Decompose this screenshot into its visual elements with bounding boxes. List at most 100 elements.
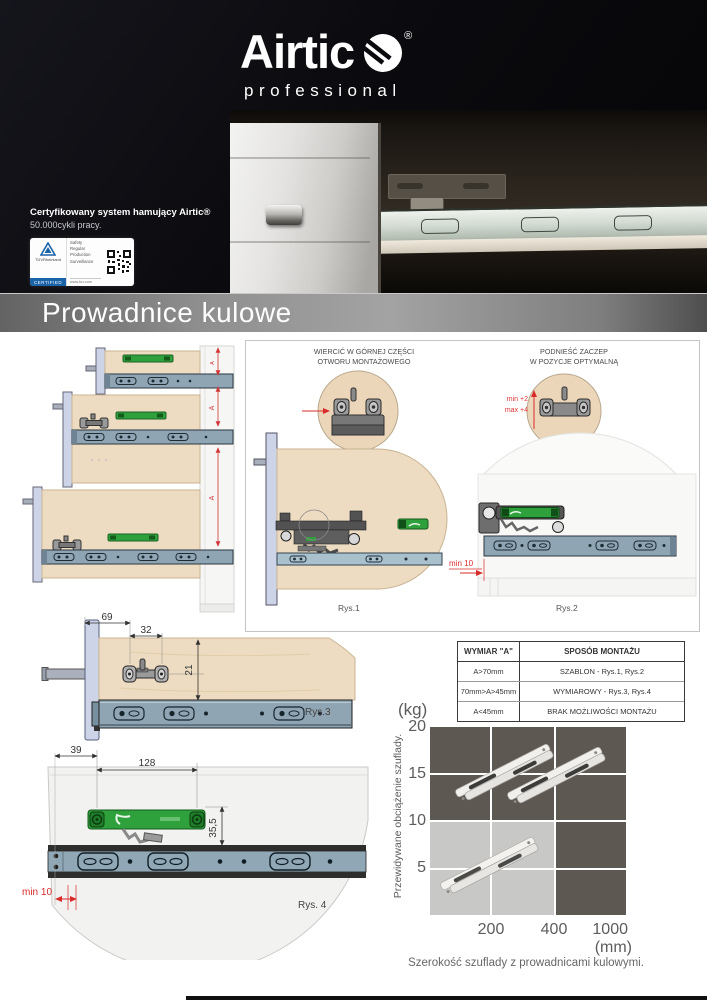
callout-drill-line2: OTWORU MONTAŻOWEGO bbox=[318, 357, 411, 366]
dim-a-label: A bbox=[210, 361, 216, 365]
table-header-cell: SPOSÓB MONTAŻU bbox=[564, 647, 640, 656]
chart-x-tick: 1000 bbox=[592, 921, 628, 938]
fig-label-4: Rys. 4 bbox=[298, 900, 327, 911]
chart-cell bbox=[556, 774, 626, 820]
slide-slot bbox=[614, 215, 653, 231]
fig-label-1: Rys.1 bbox=[338, 603, 360, 613]
brand-logo: Airtic ® professional bbox=[240, 28, 480, 101]
min10-label-rys2: min 10 bbox=[449, 559, 474, 568]
certification-text: Certyfikowany system hamujący Airtic® 50… bbox=[30, 207, 210, 230]
registered-mark: ® bbox=[404, 30, 413, 42]
dim-39-label: 39 bbox=[70, 745, 82, 756]
mounting-template-photo bbox=[388, 174, 506, 199]
tuv-item: Regular bbox=[70, 246, 86, 252]
callout-drill-line1: WIERCIĆ W GÓRNEJ CZĘŚCI bbox=[314, 347, 414, 356]
chart-cell bbox=[492, 774, 554, 820]
tuv-triangle-icon bbox=[40, 242, 56, 256]
brand-subtitle: professional bbox=[244, 81, 402, 100]
tuv-certified-label: CERTIFIED bbox=[30, 278, 66, 286]
chart-cell bbox=[492, 727, 554, 773]
chart-cell bbox=[492, 869, 554, 915]
slide-slot bbox=[521, 216, 560, 233]
dim-a-label: A bbox=[209, 405, 216, 410]
table-cell: SZABLON - Rys.1, Rys.2 bbox=[559, 667, 645, 676]
tuv-url: www.tuv.com bbox=[70, 278, 101, 284]
mounting-table: WYMIAR "A" SPOSÓB MONTAŻU A>70mm SZABLON… bbox=[457, 641, 685, 722]
table-cell: 70mm>A>45mm bbox=[458, 682, 520, 701]
product-photo bbox=[230, 110, 707, 295]
rys2-drawing bbox=[449, 432, 697, 597]
figure-rys4: 39 128 35,5 min 10 Rys. 4 bbox=[22, 745, 369, 960]
figure-rys1-rys2: WIERCIĆ W GÓRNEJ CZĘŚCI OTWORU MONTAŻOWE… bbox=[253, 347, 697, 613]
max-plus4-label: max +4 bbox=[505, 407, 528, 414]
table-header-row: WYMIAR "A" SPOSÓB MONTAŻU bbox=[458, 642, 684, 662]
rys3-drawing bbox=[41, 617, 356, 741]
brand-icon bbox=[360, 32, 404, 79]
rys1-drawing bbox=[253, 432, 448, 606]
chart-y-axis-label: Przewidywane obciążenie szuflady. bbox=[392, 733, 404, 899]
instruction-panel: WIERCIĆ W GÓRNEJ CZĘŚCI OTWORU MONTAŻOWE… bbox=[245, 340, 700, 632]
figure-stacked-slides: A A A bbox=[22, 345, 235, 613]
dim-355-label: 35,5 bbox=[208, 818, 219, 838]
chart-cell bbox=[430, 869, 490, 915]
tuv-item: Surveillance bbox=[70, 258, 94, 264]
chart-cell bbox=[556, 869, 626, 915]
figure-rys3: 69 32 21 Rys.3 bbox=[41, 612, 356, 741]
drawer-knob bbox=[266, 205, 302, 225]
table-header-cell: WYMIAR "A" bbox=[458, 642, 520, 661]
fig-label-3: Rys.3 bbox=[305, 707, 331, 718]
qr-code-icon bbox=[104, 238, 134, 286]
tuv-item: Safety bbox=[70, 240, 83, 245]
chart-cell bbox=[556, 727, 626, 773]
page-title: Prowadnice kulowe bbox=[42, 297, 292, 328]
slide-assembly-2 bbox=[52, 391, 234, 488]
chart-y-tick: 20 bbox=[408, 718, 426, 735]
tuv-name: TÜVRheinland bbox=[34, 257, 61, 262]
section-banner: Prowadnice kulowe bbox=[0, 293, 707, 332]
chart-y-tick: 15 bbox=[408, 765, 426, 782]
table-row: A>70mm SZABLON - Rys.1, Rys.2 bbox=[458, 662, 684, 682]
tuv-badge: TÜVRheinland CERTIFIED Safety Regular Pr… bbox=[30, 238, 134, 286]
drawer-front-photo bbox=[230, 123, 381, 295]
table-cell: A>70mm bbox=[458, 662, 520, 681]
slide-assembly-3 bbox=[22, 486, 234, 583]
tuv-item: Production bbox=[70, 252, 91, 258]
chart-cell bbox=[430, 774, 490, 820]
dim-32-label: 32 bbox=[140, 625, 152, 636]
load-chart: (kg) 20 15 10 5 Przewidywane obciążenie … bbox=[388, 700, 704, 985]
chart-grid bbox=[430, 727, 626, 915]
min10-label-rys4: min 10 bbox=[22, 887, 52, 898]
fig-label-2: Rys.2 bbox=[556, 603, 578, 613]
table-row: A<45mm BRAK MOŻLIWOŚCI MONTAŻU bbox=[458, 702, 684, 721]
bottom-bar bbox=[186, 996, 707, 1000]
chart-y-tick: 10 bbox=[408, 812, 426, 829]
dim-69-label: 69 bbox=[101, 612, 113, 623]
chart-caption: Szerokość szuflady z prowadnicami kulowy… bbox=[408, 957, 644, 969]
table-cell: BRAK MOŻLIWOŚCI MONTAŻU bbox=[547, 707, 657, 716]
table-row: 70mm>A>45mm WYMIAROWY - Rys.3, Rys.4 bbox=[458, 682, 684, 702]
cert-subtitle: 50.000cykli pracy. bbox=[30, 220, 102, 230]
hero-header: Airtic ® professional Certyfikowany syst… bbox=[0, 0, 707, 295]
chart-y-tick: 5 bbox=[417, 859, 426, 876]
dim-128-label: 128 bbox=[139, 758, 156, 769]
chart-x-tick: 400 bbox=[540, 921, 568, 938]
chart-cell bbox=[430, 727, 490, 773]
rys4-drawing bbox=[47, 750, 369, 960]
min-plus2-label: min +2 bbox=[507, 396, 528, 403]
dim-a-label: A bbox=[209, 495, 216, 500]
cert-title: Certyfikowany system hamujący Airtic® bbox=[30, 207, 211, 218]
chart-x-tick: 200 bbox=[477, 921, 505, 938]
tuv-logo-block: TÜVRheinland CERTIFIED bbox=[30, 238, 67, 286]
brand-name: Airtic bbox=[240, 25, 355, 78]
chart-x-unit: (mm) bbox=[594, 939, 632, 956]
callout-lift-line1: PODNIEŚĆ ZACZEP bbox=[540, 347, 608, 356]
tuv-items: Safety Regular Production Surveillance w… bbox=[67, 238, 104, 286]
chart-y-unit: (kg) bbox=[398, 700, 428, 719]
table-cell: WYMIAROWY - Rys.3, Rys.4 bbox=[553, 687, 651, 696]
chart-cell bbox=[556, 822, 626, 868]
chart-cell bbox=[430, 822, 490, 868]
table-cell: A<45mm bbox=[458, 702, 520, 721]
slide-slot bbox=[421, 218, 460, 235]
dim-21-label: 21 bbox=[184, 664, 195, 676]
